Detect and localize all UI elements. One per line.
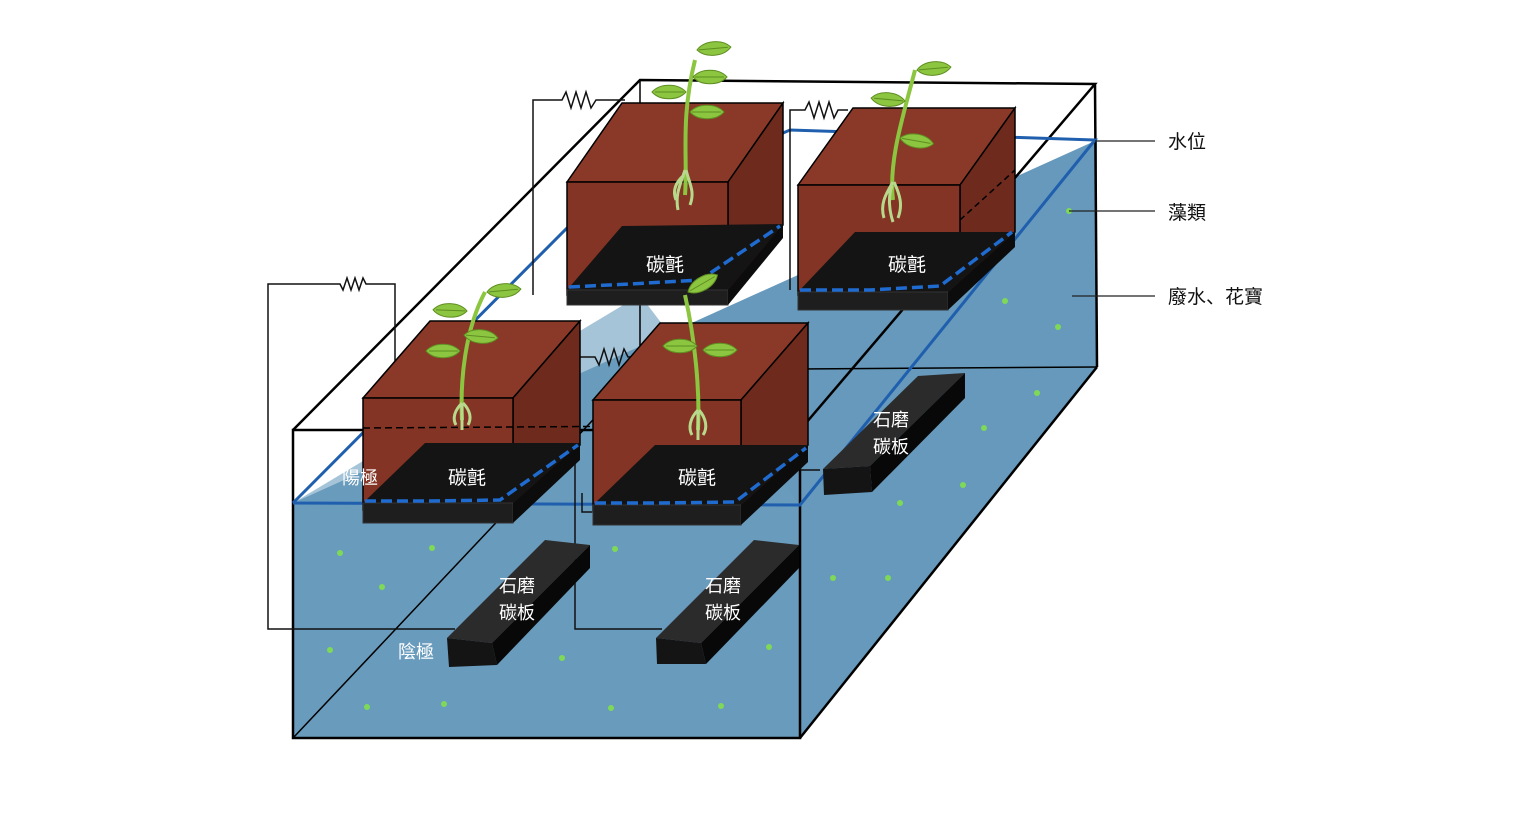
graphite-plate-front-left [447, 540, 590, 667]
legend-water-level: 水位 [1168, 131, 1206, 153]
legend-callouts [1069, 140, 1155, 297]
felt-label-back-right: 碳氈 [888, 254, 926, 276]
anode-label: 陽極 [342, 468, 378, 489]
soil-box-front-right [591, 320, 810, 526]
graphite-label-left-2: 碳板 [499, 603, 535, 624]
graphite-plate-front-right [656, 540, 799, 664]
soil-box-front-left [361, 318, 809, 524]
algae-dots [327, 208, 1072, 711]
plant-front-left [425, 281, 522, 430]
graphite-plate-back-right [823, 373, 965, 495]
plant-back-right [870, 59, 952, 223]
felt-label-front-right: 碳氈 [678, 467, 716, 489]
soil-box-back-right [796, 105, 1017, 311]
graphite-label-left-1: 石磨 [499, 576, 535, 597]
graphite-label-mid-2: 碳板 [705, 603, 741, 624]
soil-box-back-left [565, 100, 785, 306]
legend-algae: 藻類 [1168, 202, 1206, 224]
legend-wastewater: 廢水、花寶 [1168, 286, 1263, 308]
graphite-label-right-1: 石磨 [873, 410, 909, 431]
graphite-label-mid-1: 石磨 [705, 576, 741, 597]
graphite-label-right-2: 碳板 [873, 437, 909, 458]
plant-front-right [662, 268, 738, 440]
felt-label-front-left: 碳氈 [448, 467, 486, 489]
cathode-label: 陰極 [398, 642, 434, 663]
felt-label-back-left: 碳氈 [646, 254, 684, 276]
plant-back-left [651, 39, 732, 211]
